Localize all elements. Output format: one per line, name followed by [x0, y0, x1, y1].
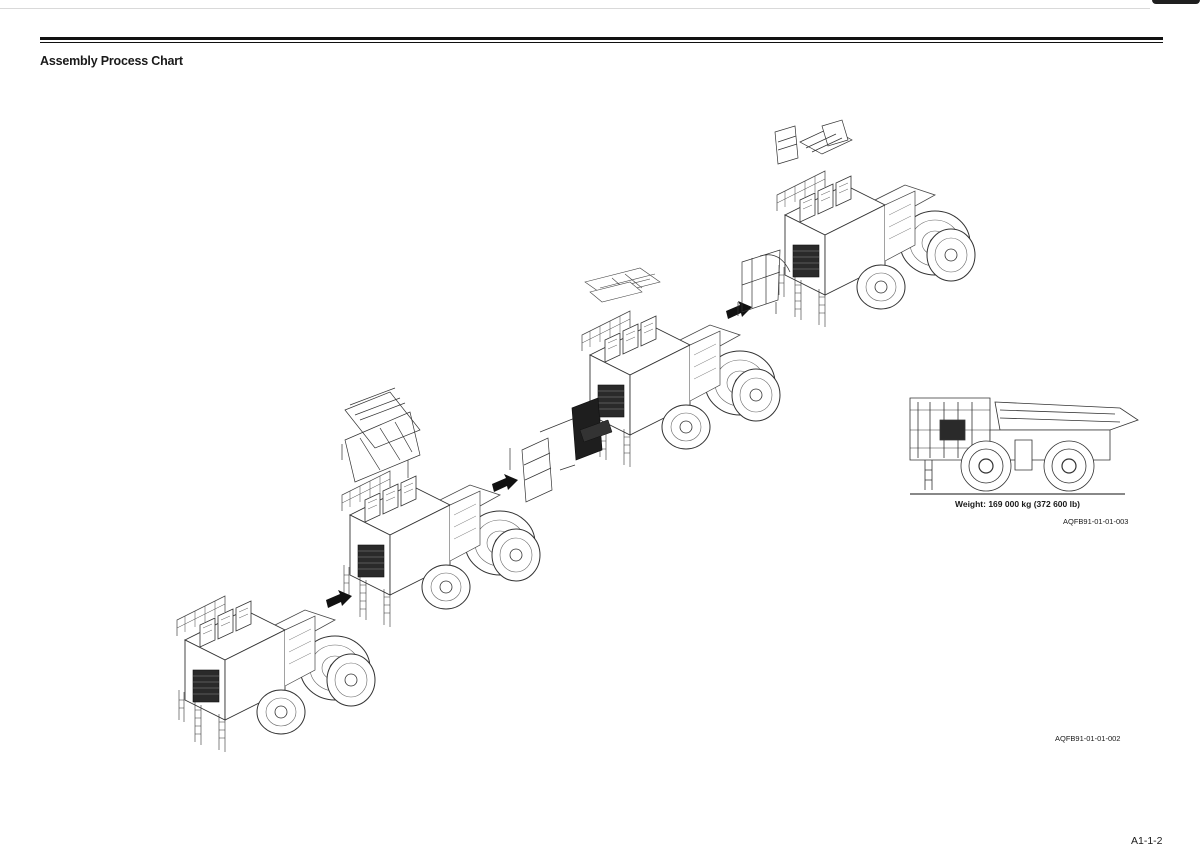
figure-code-main: AQFB91-01-01-002: [1055, 734, 1121, 743]
page-title: Assembly Process Chart: [40, 54, 183, 68]
truck-stage-4: [776, 170, 976, 328]
page-number: A1-1-2: [1131, 835, 1163, 847]
header-rule-thick: [40, 37, 1163, 40]
top-corner-tab: [1152, 0, 1200, 4]
parts-canopy-frame: [737, 249, 791, 316]
weight-caption: Weight: 169 000 kg (372 600 lb): [954, 499, 1081, 509]
figure-code-side-view: AQFB91-01-01-003: [1063, 517, 1129, 526]
truck-stage-2: [341, 470, 541, 628]
top-border-line: [0, 8, 1150, 9]
parts-roof-grid: [584, 267, 661, 303]
truck-stage-1: [176, 595, 376, 753]
assembly-step-arrow-icon: [326, 590, 352, 608]
parts-roof-cabinet: [774, 119, 853, 165]
assembly-step-arrow-icon: [492, 474, 518, 492]
header-rule-thin: [40, 42, 1163, 43]
truck-stage-3: [581, 310, 781, 468]
parts-frame-group-1: [341, 387, 421, 483]
parts-frame-group-2: [509, 415, 581, 503]
side-view-truck: [909, 397, 1139, 492]
grille-panel-part: [571, 397, 613, 461]
